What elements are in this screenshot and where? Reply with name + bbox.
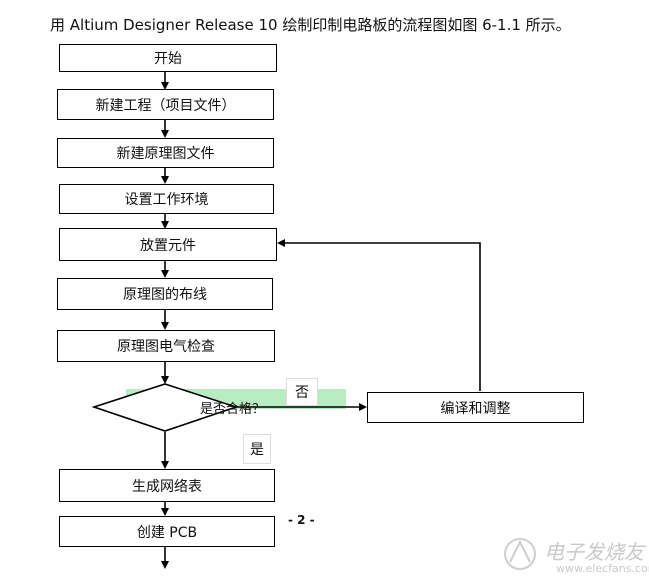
step-erc: 原理图电气检查 [57, 330, 275, 362]
step-schematic-wiring: 原理图的布线 [57, 278, 273, 310]
watermark-logo-icon [504, 538, 536, 570]
watermark-url: www.elecfans.com [556, 562, 649, 575]
decision-diamond [91, 383, 239, 432]
compile-adjust-label: 编译和调整 [440, 400, 511, 417]
step-place-components: 放置元件 [59, 228, 277, 261]
step-setup-environment: 设置工作环境 [59, 184, 274, 214]
step-new-project-label: 新建工程（项目文件） [95, 97, 236, 114]
step-setup-environment-label: 设置工作环境 [124, 192, 209, 208]
step-create-pcb-label: 创建 PCB [136, 524, 198, 541]
yes-label: 是 [243, 434, 271, 464]
watermark: 电子发烧友 www.elecfans.com [498, 528, 649, 582]
step-new-schematic-label: 新建原理图文件 [116, 146, 215, 162]
step-start: 开始 [59, 44, 277, 72]
intro-text: 用 Altium Designer Release 10 绘制印制电路板的流程图… [50, 16, 571, 34]
step-create-pcb: 创建 PCB [59, 516, 275, 547]
decision-text: 是否合格？ [200, 402, 266, 417]
page-number: - 2 - [288, 513, 315, 527]
step-new-project: 新建工程（项目文件） [57, 89, 274, 120]
step-schematic-wiring-label: 原理图的布线 [123, 287, 207, 303]
step-new-schematic: 新建原理图文件 [57, 138, 274, 168]
step-start-label: 开始 [154, 51, 182, 67]
watermark-text: 电子发烧友 [544, 540, 644, 564]
step-generate-netlist-label: 生成网络表 [132, 478, 202, 495]
no-label: 否 [286, 378, 318, 406]
step-erc-label: 原理图电气检查 [117, 339, 215, 355]
arrow-feedback [277, 239, 481, 391]
step-place-components-label: 放置元件 [140, 237, 196, 254]
compile-adjust-box: 编译和调整 [367, 392, 584, 423]
step-generate-netlist: 生成网络表 [59, 469, 275, 502]
